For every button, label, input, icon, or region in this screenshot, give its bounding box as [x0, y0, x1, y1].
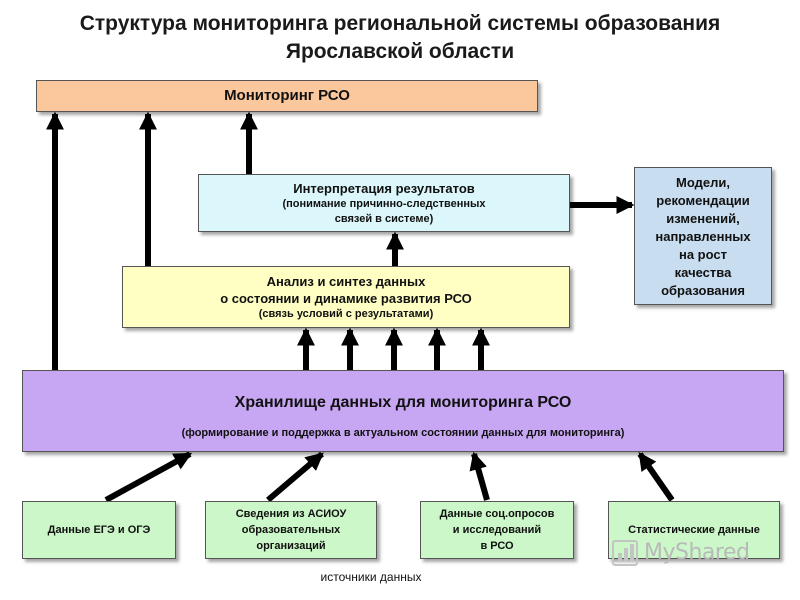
arrow-stat-to-storage	[637, 452, 675, 502]
storage-title: Хранилище данных для мониторинга РСО	[234, 394, 572, 411]
source-asiou-line-3: организаций	[256, 540, 326, 552]
watermark-text: MyShared	[644, 540, 750, 565]
analysis-title-2: о состоянии и динамике развития РСО	[220, 291, 472, 306]
sources-caption: источники данных	[320, 570, 422, 584]
interpretation-desc-2: связей в системе)	[334, 213, 434, 225]
source-socio-line-3: в РСО	[480, 540, 514, 552]
watermark: MyShared	[612, 538, 772, 568]
models-line-2: рекомендации	[656, 193, 750, 208]
analysis-title: Анализ и синтез данных	[266, 274, 426, 289]
storage-box: Хранилище данных для мониторинга РСО (фо…	[22, 370, 784, 452]
analysis-box: Анализ и синтез данных о состоянии и дин…	[122, 266, 570, 328]
arrow-ege-to-storage	[104, 451, 193, 503]
source-ege-label: Данные ЕГЭ и ОГЭ	[47, 524, 151, 536]
source-stat-label: Статистические данные	[628, 524, 760, 536]
title-line-1: Структура мониторинга региональной систе…	[79, 12, 721, 35]
monitoring-box: Мониторинг РСО	[36, 80, 538, 112]
source-socio-box: Данные соц.опросов и исследований в РСО	[420, 501, 574, 559]
models-line-3: изменений,	[666, 211, 740, 226]
arrow-socio-to-storage	[469, 451, 490, 501]
arrow-asiou-to-storage	[266, 451, 324, 503]
interpretation-desc-1: (понимание причинно-следственных	[282, 198, 486, 210]
source-asiou-line-2: образовательных	[241, 524, 341, 536]
source-ege-box: Данные ЕГЭ и ОГЭ	[22, 501, 176, 559]
source-socio-line-2: и исследований	[452, 524, 542, 536]
models-box: Модели, рекомендации изменений, направле…	[634, 167, 772, 305]
analysis-desc: (связь условий с результатами)	[258, 308, 434, 320]
interpretation-title: Интерпретация результатов	[293, 181, 475, 196]
source-asiou-line-1: Сведения из АСИОУ	[235, 508, 347, 520]
source-socio-line-1: Данные соц.опросов	[439, 508, 555, 520]
models-line-4: направленных	[655, 229, 751, 244]
interpretation-box: Интерпретация результатов (понимание при…	[198, 174, 570, 232]
storage-subtitle: (формирование и поддержка в актуальном с…	[181, 427, 625, 439]
monitoring-label: Мониторинг РСО	[224, 87, 350, 104]
chart-icon	[612, 540, 638, 566]
models-line-1: Модели,	[676, 175, 730, 190]
models-line-6: качества	[674, 265, 732, 280]
models-line-5: на рост	[678, 247, 727, 262]
title-line-2: Ярославской области	[285, 40, 515, 63]
models-line-7: образования	[661, 283, 745, 298]
source-asiou-box: Сведения из АСИОУ образовательных органи…	[205, 501, 377, 559]
page-title: Структура мониторинга региональной систе…	[0, 10, 800, 66]
